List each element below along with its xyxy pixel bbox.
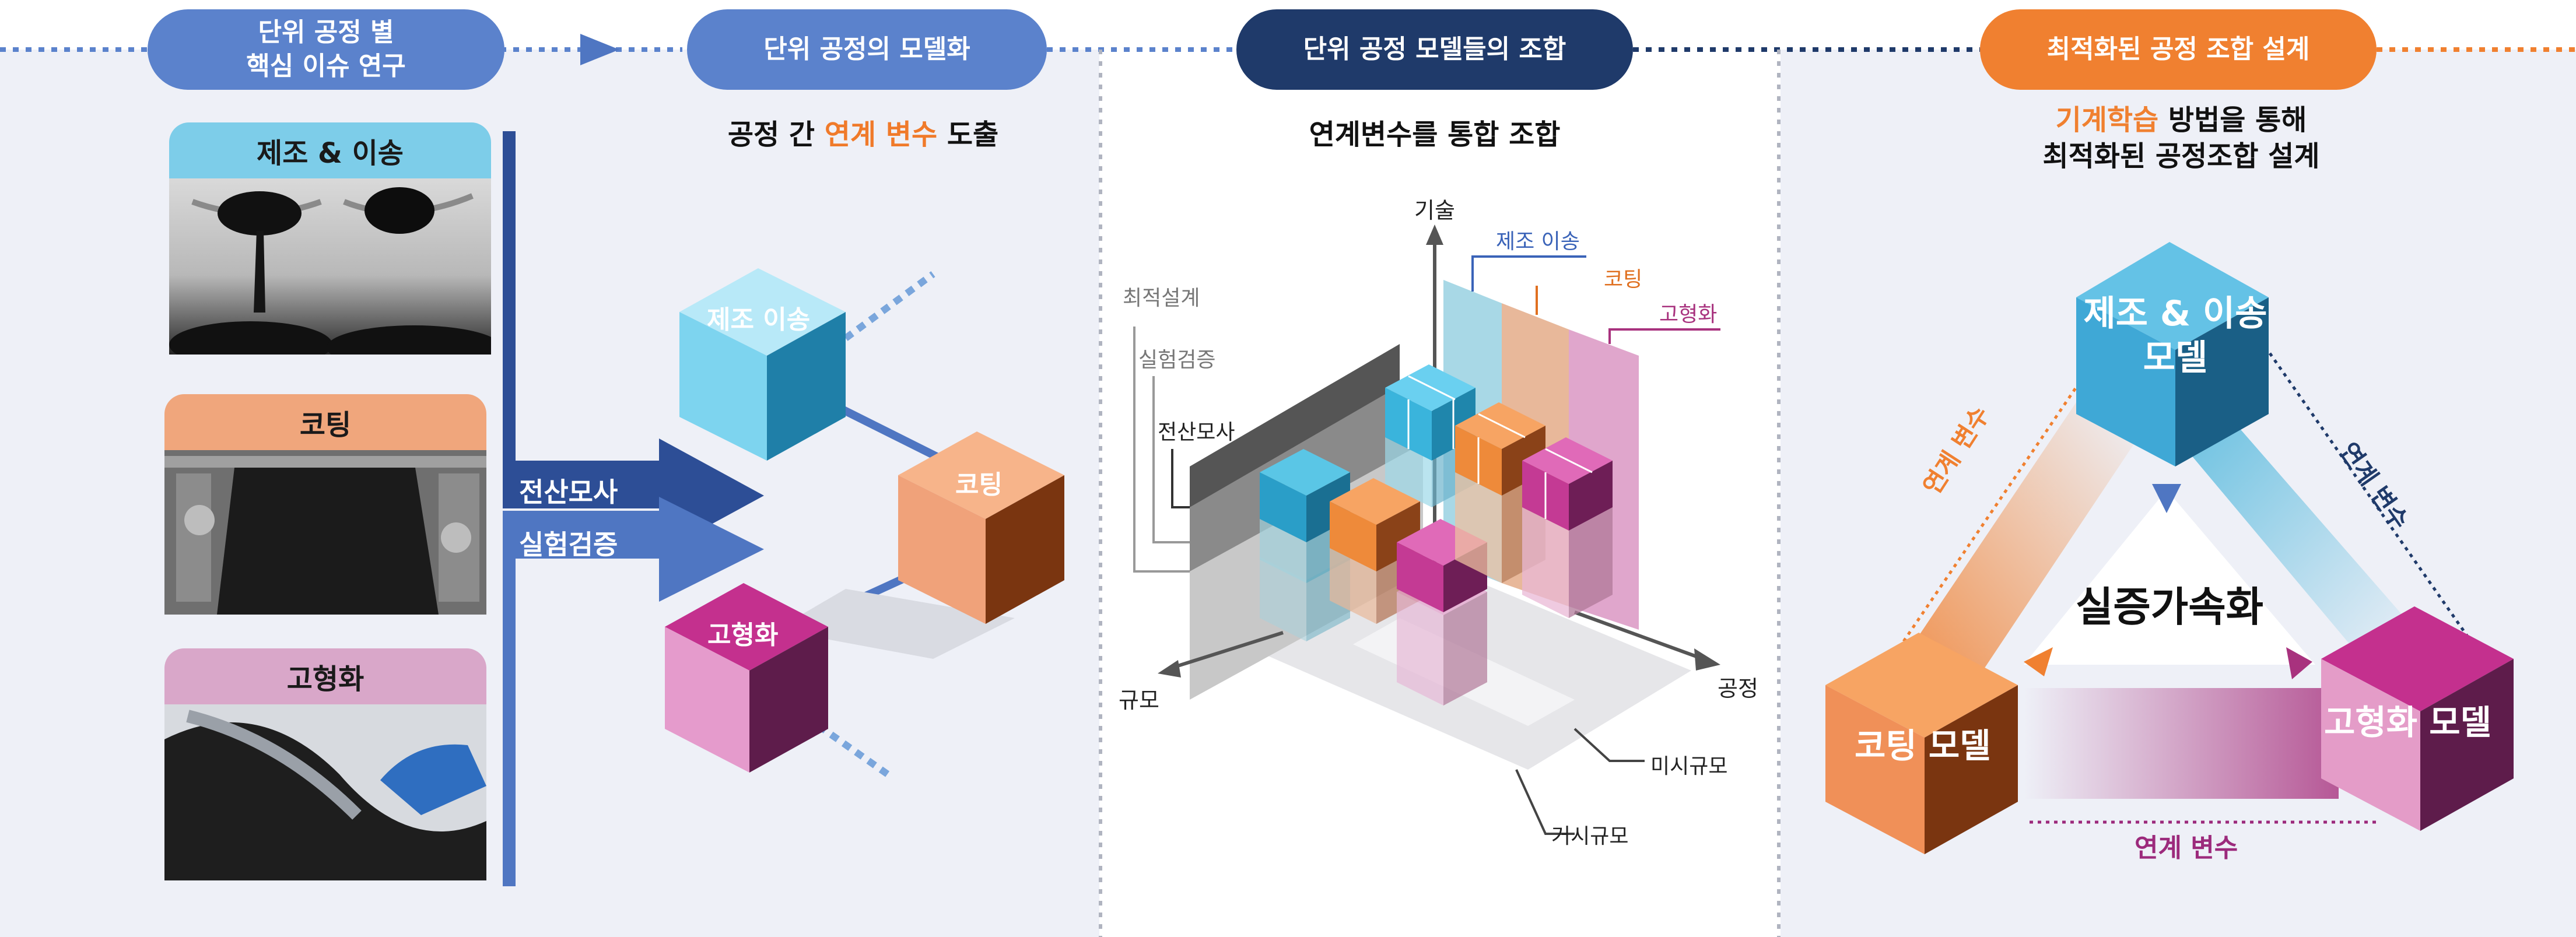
process-label-mixing: 제조 이송: [1496, 230, 1580, 254]
process-card-mixing: 제조 & 이송: [169, 122, 491, 355]
process-label-solid: 고형화: [1659, 303, 1718, 327]
coating-machine-photo: [164, 450, 486, 615]
panel1-bracket: [503, 131, 764, 886]
slurry-photo: [169, 178, 491, 355]
slurry-drawing: [169, 187, 491, 355]
arrow-label-experiment: 실험검증: [519, 529, 618, 560]
axis-label-tech: 기술: [1414, 198, 1455, 223]
stage-1-line2: 핵심 이슈 연구: [246, 51, 406, 81]
arrow-experiment: [503, 497, 764, 602]
panel4-subtitle-highlight: 기계학습: [2055, 104, 2159, 136]
model-cube-coating: [1825, 633, 2018, 854]
card-caption-solidification: 고형화: [164, 648, 486, 704]
scale-label-micro: 미시규모: [1650, 754, 1728, 778]
process-label-coating: 코팅: [1604, 268, 1643, 292]
cube-solidification: [665, 583, 828, 773]
card-caption-mixing: 제조 & 이송: [169, 122, 491, 178]
model-cubes: [665, 268, 1064, 778]
electrode-photo: [164, 704, 486, 880]
link-line-left: [1882, 360, 2095, 672]
model-cube-solid: [2321, 606, 2514, 831]
cube-coating: [898, 431, 1064, 624]
panel3-subtitle: 연계변수를 통합 조합: [1309, 118, 1561, 151]
column-solid-front: [1397, 519, 1487, 706]
panel2-subtitle: 공정 간 연계 변수 도출: [671, 117, 1056, 153]
stage-pill-1: 단위 공정 별 핵심 이슈 연구: [148, 9, 504, 90]
center-triangle: [2024, 490, 2315, 665]
stage-arrow-head: [580, 34, 619, 65]
panel4-subtitle: 기계학습 방법을 통해 최적화된 공정조합 설계: [1942, 102, 2420, 174]
cube-label-solidification: 고형화: [707, 620, 779, 650]
panel2-subtitle-pre: 공정 간: [727, 118, 825, 151]
panel4-subtitle-line2: 최적화된 공정조합 설계: [2042, 140, 2320, 173]
stage-1-line1: 단위 공정 별: [258, 17, 394, 47]
model-label-solid: 고형화 모델: [2324, 703, 2491, 742]
electrode-drawing: [164, 710, 486, 880]
stage-4-label: 최적화된 공정 조합 설계: [2046, 34, 2310, 64]
cube-mixing: [679, 268, 846, 461]
cube-label-coating: 코팅: [955, 470, 1003, 500]
model-label-mixing-line1: 제조 & 이송: [2083, 293, 2267, 334]
panel2-subtitle-post: 도출: [937, 118, 999, 151]
model-label-mixing: 제조 & 이송 모델: [2059, 292, 2292, 380]
bracket-bar-simulation: [503, 131, 516, 478]
scale-label-macro: 거시규모: [1551, 824, 1629, 848]
process-card-solidification: 고형화: [164, 648, 486, 880]
layer-label-optimal: 최적설계: [1123, 286, 1200, 310]
panel2-subtitle-highlight: 연계 변수: [824, 118, 938, 151]
stage-pill-3: 단위 공정 모델들의 조합: [1236, 9, 1633, 90]
model-cube-mixing: [2076, 242, 2269, 466]
axis-label-scale: 규모: [1119, 687, 1159, 713]
arrow-label-simulation: 전산모사: [519, 476, 618, 508]
panel4-subtitle-post: 방법을 통해: [2158, 104, 2307, 136]
layer-label-experiment: 실험검증: [1138, 348, 1216, 372]
card-caption-coating: 코팅: [164, 394, 486, 450]
column-solid-back: [1522, 437, 1613, 618]
bracket-bar-experiment: [503, 513, 516, 886]
panel4-subtitle-line1: 기계학습 방법을 통해: [1942, 102, 2420, 138]
process-card-coating: 코팅: [164, 394, 486, 615]
axis-label-process: 공정: [1718, 676, 1758, 701]
coating-drawing: [164, 450, 486, 615]
model-label-coating: 코팅 모델: [1855, 726, 1991, 766]
stage-pill-2: 단위 공정의 모델화: [687, 9, 1047, 90]
center-label: 실증가속화: [2076, 583, 2263, 631]
stage-3-label: 단위 공정 모델들의 조합: [1303, 34, 1566, 64]
stage-2-label: 단위 공정의 모델화: [763, 34, 970, 64]
stage-pill-4: 최적화된 공정 조합 설계: [1980, 9, 2377, 90]
layer-label-simulation: 전산모사: [1158, 420, 1235, 444]
model-label-mixing-line2: 모델: [2143, 338, 2208, 378]
link-label-bottom: 연계 변수: [2135, 833, 2238, 863]
cube-label-mixing: 제조 이송: [707, 305, 811, 335]
link-line-right: [2249, 325, 2469, 637]
